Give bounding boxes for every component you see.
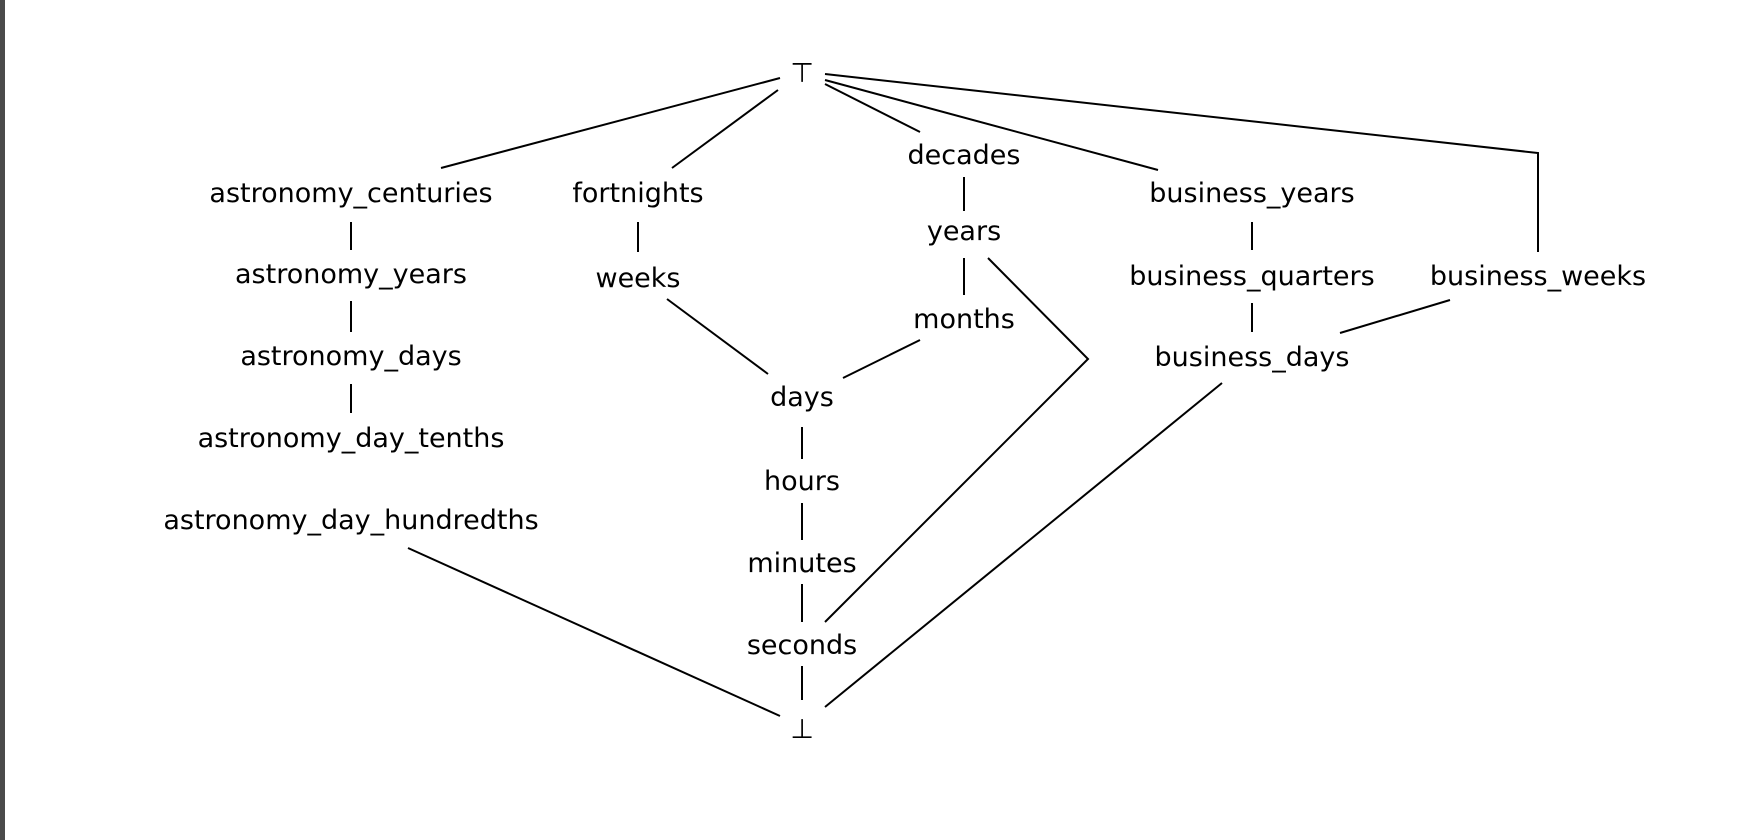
lattice-edges: [350, 73, 1539, 717]
node-minutes: minutes: [747, 548, 856, 579]
node-astronomy-day-hundredths: astronomy_day_hundredths: [163, 505, 538, 536]
edge-months-days: [842, 339, 921, 379]
node-hours: hours: [764, 466, 840, 497]
edge-astronomy-hundredths-bottom: [407, 547, 781, 717]
edge-top-business-weeks: [824, 73, 1539, 252]
edge-top-astronomy-centuries: [440, 77, 781, 169]
node-years: years: [927, 216, 1001, 247]
node-days: days: [770, 382, 834, 413]
edge-top-decades: [824, 83, 921, 133]
edge-business-days-bottom: [824, 382, 1223, 708]
node-months: months: [913, 304, 1015, 335]
top-symbol: ⊤: [790, 58, 814, 89]
node-weeks: weeks: [595, 263, 680, 294]
node-decades: decades: [908, 140, 1021, 171]
node-astronomy-days: astronomy_days: [240, 341, 461, 372]
node-seconds: seconds: [747, 630, 857, 661]
node-business-days: business_days: [1155, 342, 1350, 373]
node-astronomy-day-tenths: astronomy_day_tenths: [198, 423, 505, 454]
node-business-quarters: business_quarters: [1129, 261, 1374, 292]
node-astronomy-years: astronomy_years: [235, 259, 467, 290]
node-astronomy-centuries: astronomy_centuries: [209, 178, 492, 209]
window-left-border: [0, 0, 5, 840]
bottom-symbol: ⊥: [790, 714, 814, 745]
edge-weeks-days: [666, 298, 769, 375]
node-business-weeks: business_weeks: [1430, 261, 1646, 292]
node-business-years: business_years: [1149, 178, 1354, 209]
edge-top-fortnights: [671, 89, 779, 169]
edge-years-seconds: [824, 257, 1090, 623]
edge-business-weeks-days: [1339, 299, 1451, 334]
node-fortnights: fortnights: [572, 178, 703, 209]
edge-top-business-years: [824, 79, 1159, 171]
